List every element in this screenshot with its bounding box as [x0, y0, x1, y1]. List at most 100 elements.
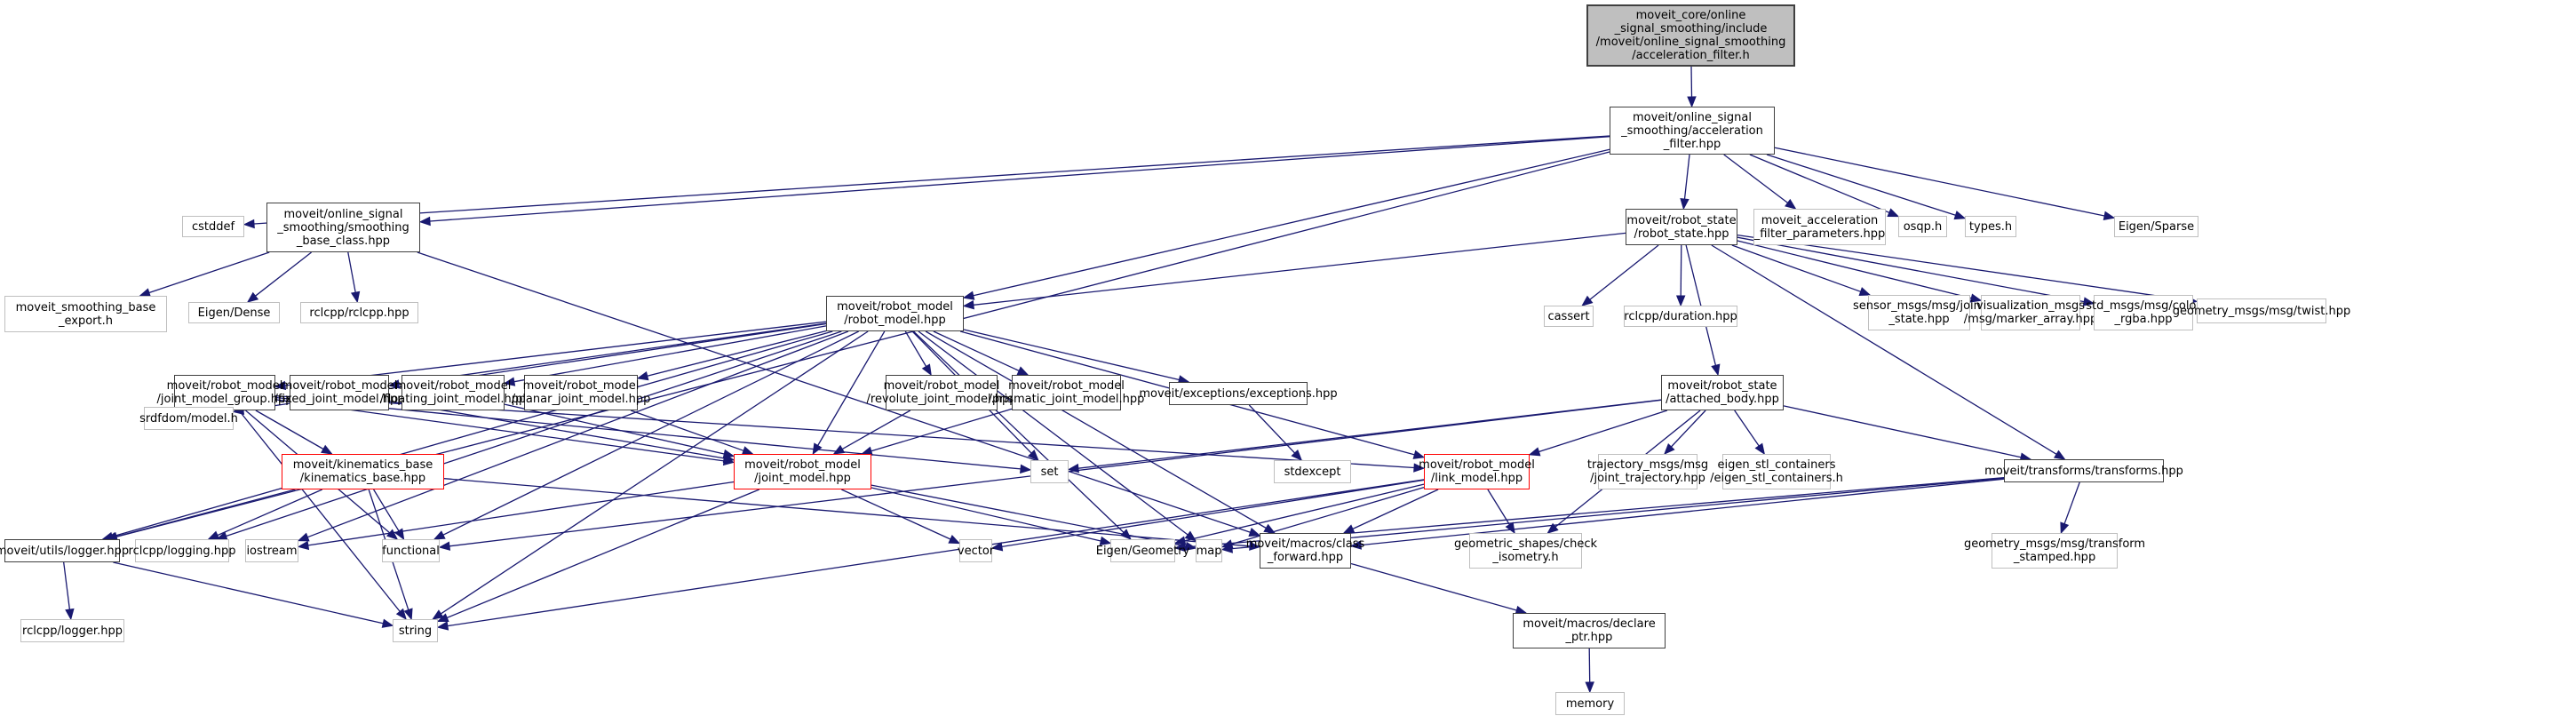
- graph-node-iostream: iostream: [245, 539, 298, 562]
- graph-node-traj: trajectory_msgs/msg /joint_trajectory.hp…: [1587, 454, 1708, 489]
- arrowhead-accel_hpp-to-robot_state: [1680, 198, 1690, 211]
- edge-joint_model-to-map: [871, 484, 1187, 547]
- edge-robot_state-to-color_rgba: [1737, 236, 2085, 303]
- edge-robot_state-to-cassert: [1589, 244, 1659, 300]
- edge-robot_model-to-fixed_jm: [398, 322, 827, 386]
- edge-kin_base-to-logger: [115, 489, 296, 537]
- arrowhead-robot_state-to-attached_body: [1711, 363, 1721, 377]
- arrowhead-robot_state-to-rclcpp_duration: [1675, 295, 1686, 307]
- edge-declare_ptr-to-memory: [1588, 648, 1591, 683]
- edge-accel_hpp-to-robot_model: [973, 148, 1610, 297]
- arrowhead-accel_hpp-to-osqp: [1887, 208, 1900, 218]
- graph-node-transforms[interactable]: moveit/transforms/transforms.hpp: [1984, 459, 2183, 482]
- graph-node-robot-model[interactable]: moveit/robot_model /robot_model.hpp: [826, 296, 964, 331]
- arrowhead-link_model-to-eigen_geometry: [1173, 536, 1187, 545]
- graph-node-cstddef: cstddef: [182, 216, 244, 237]
- graph-node-sensor-joint-state: sensor_msgs/msg/joint _state.hpp: [1853, 295, 1985, 330]
- edge-robot_model-to-map: [918, 330, 1189, 536]
- edge-joint_model-to-iostream: [307, 481, 735, 546]
- arrowhead-floating_jm-to-joint_model: [722, 449, 735, 459]
- graph-node-accel-hpp[interactable]: moveit/online_signal _smoothing/accelera…: [1610, 107, 1775, 155]
- graph-node-set: set: [1030, 460, 1069, 483]
- graph-node-transform-stamped: geometry_msgs/msg/transform _stamped.hpp: [1964, 533, 2145, 569]
- arrowhead-joint_model-to-iostream: [297, 540, 310, 551]
- edge-jmg-to-set: [274, 396, 1022, 470]
- arrowhead-jmg-to-link_model: [1413, 463, 1426, 473]
- edge-joint_model-to-vector: [841, 489, 951, 540]
- graph-node-types: types.h: [1965, 216, 2016, 237]
- arrowhead-jmg-to-string: [395, 608, 407, 621]
- edge-transforms-to-transform_stamped: [2063, 481, 2080, 524]
- edge-robot_model-to-planar_jm: [647, 330, 827, 377]
- edge-robot_state-to-rclcpp_duration: [1680, 244, 1682, 297]
- arrowhead-smoothing_base-to-eigen_dense: [246, 291, 259, 303]
- edge-robot_state-to-transforms: [1711, 244, 2057, 455]
- arrowhead-robot_model-to-functional: [433, 530, 446, 540]
- edge-robot_model-to-floating_jm: [513, 325, 827, 383]
- edge-smoothing_base-to-smoothing_export: [148, 251, 270, 294]
- graph-node-eigen-dense: Eigen/Dense: [188, 302, 280, 323]
- arrowhead-robot_model-to-iostream: [297, 532, 310, 542]
- arrowhead-robot_state-to-transforms: [2053, 450, 2066, 460]
- edge-robot_model-to-iostream: [307, 330, 849, 538]
- graph-node-cassert: cassert: [1544, 306, 1594, 327]
- graph-node-stdexcept: stdexcept: [1274, 460, 1351, 483]
- graph-node-fixed-jm[interactable]: moveit/robot_model /fixed_joint_model.hp…: [274, 375, 405, 410]
- graph-node-declare-ptr[interactable]: moveit/macros/declare _ptr.hpp: [1513, 613, 1666, 648]
- arrowhead-robot_state-to-color_rgba: [2082, 297, 2095, 306]
- edge-joint_model-to-string: [446, 489, 760, 619]
- graph-node-robot-state[interactable]: moveit/robot_state /robot_state.hpp: [1626, 209, 1737, 245]
- arrowhead-attached_body-to-eigen_stl: [1754, 442, 1766, 456]
- graph-node-logger[interactable]: moveit/utils/logger.hpp: [0, 539, 129, 562]
- graph-node-accel-params: moveit_acceleration _filter_parameters.h…: [1753, 209, 1886, 245]
- arrowhead-smoothing_base-to-rclcpp_hpp: [350, 290, 361, 304]
- graph-node-eigen-stl: eigen_stl_containers /eigen_stl_containe…: [1710, 454, 1843, 489]
- graph-node-link-model[interactable]: moveit/robot_model /link_model.hpp: [1419, 454, 1535, 489]
- arrowhead-logger-to-rclcpp_logger: [65, 608, 75, 621]
- arrowhead-robot_state-to-marker_array: [1969, 293, 1983, 303]
- arrowhead-robot_model-to-revolute_jm: [921, 363, 932, 377]
- graph-node-smoothing-base[interactable]: moveit/online_signal _smoothing/smoothin…: [266, 203, 420, 252]
- graph-node-twist: geometry_msgs/msg/twist.hpp: [2173, 298, 2350, 323]
- graph-node-joint-model[interactable]: moveit/robot_model /joint_model.hpp: [734, 454, 871, 489]
- edge-accel_hpp-to-smoothing_base: [429, 136, 1610, 222]
- graph-node-jmg[interactable]: moveit/robot_model /joint_model_group.hp…: [157, 375, 293, 410]
- edge-kin_base-to-class_forward: [443, 478, 1251, 547]
- arrowhead-jmg-to-kin_base: [321, 444, 333, 455]
- arrowhead-transforms-to-transform_stamped: [2060, 521, 2070, 535]
- edge-accel_hpp-to-cstddef: [253, 135, 1610, 225]
- graph-node-smoothing-export: moveit_smoothing_base _export.h: [4, 296, 167, 332]
- arrowhead-accel_hpp-to-robot_model: [962, 290, 975, 300]
- arrowhead-robot_model-to-jmg: [274, 380, 287, 391]
- graph-node-color-rgba: std_msgs/msg/color _rgba.hpp: [2086, 295, 2201, 330]
- arrowhead-accel_hpp-to-cstddef: [242, 219, 255, 229]
- arrowhead-robot_model-to-link_model: [1412, 450, 1426, 459]
- graph-node-root[interactable]: moveit_core/online _signal_smoothing/inc…: [1586, 4, 1795, 67]
- graph-node-kin-base[interactable]: moveit/kinematics_base /kinematics_base.…: [282, 454, 444, 489]
- graph-node-revolute-jm[interactable]: moveit/robot_model /revolute_joint_model…: [867, 375, 1016, 410]
- edge-link_model-to-check_isometry: [1487, 489, 1510, 525]
- edge-robot_model-to-string: [440, 330, 869, 615]
- edge-transforms-to-class_forward: [1360, 478, 2005, 546]
- arrowhead-robot_state-to-sensor_joint_state: [1858, 287, 1872, 297]
- graph-node-vector: vector: [958, 539, 994, 562]
- arrowhead-attached_body-to-check_isometry: [1546, 522, 1559, 534]
- graph-node-class-forward[interactable]: moveit/macros/class _forward.hpp: [1246, 533, 1364, 569]
- graph-node-exceptions[interactable]: moveit/exceptions/exceptions.hpp: [1139, 382, 1338, 405]
- edge-attached_body-to-traj: [1670, 410, 1706, 448]
- arrowhead-robot_model-to-planar_jm: [636, 370, 649, 381]
- graph-node-prismatic-jm[interactable]: moveit/robot_model /prismatic_joint_mode…: [989, 375, 1144, 410]
- edge-robot_model-to-rclcpp_logging: [226, 330, 842, 537]
- graph-node-floating-jm[interactable]: moveit/robot_model /floating_joint_model…: [380, 375, 526, 410]
- arrowhead-link_model-to-string: [436, 621, 449, 631]
- graph-node-planar-jm[interactable]: moveit/robot_model /planar_joint_model.h…: [512, 375, 650, 410]
- edge-revolute_jm-to-joint_model: [841, 410, 911, 450]
- arrowhead-robot_state-to-cassert: [1581, 295, 1594, 306]
- edge-attached_body-to-transforms: [1783, 405, 2022, 458]
- arrowhead-attached_body-to-traj: [1663, 443, 1675, 455]
- edge-accel_hpp-to-osqp: [1749, 154, 1890, 213]
- graph-node-memory: memory: [1555, 692, 1625, 715]
- arrowhead-robot_model-to-prismatic_jm: [1016, 366, 1030, 376]
- graph-node-attached-body[interactable]: moveit/robot_state /attached_body.hpp: [1661, 375, 1784, 410]
- graph-node-rclcpp-logger: rclcpp/logger.hpp: [20, 619, 124, 642]
